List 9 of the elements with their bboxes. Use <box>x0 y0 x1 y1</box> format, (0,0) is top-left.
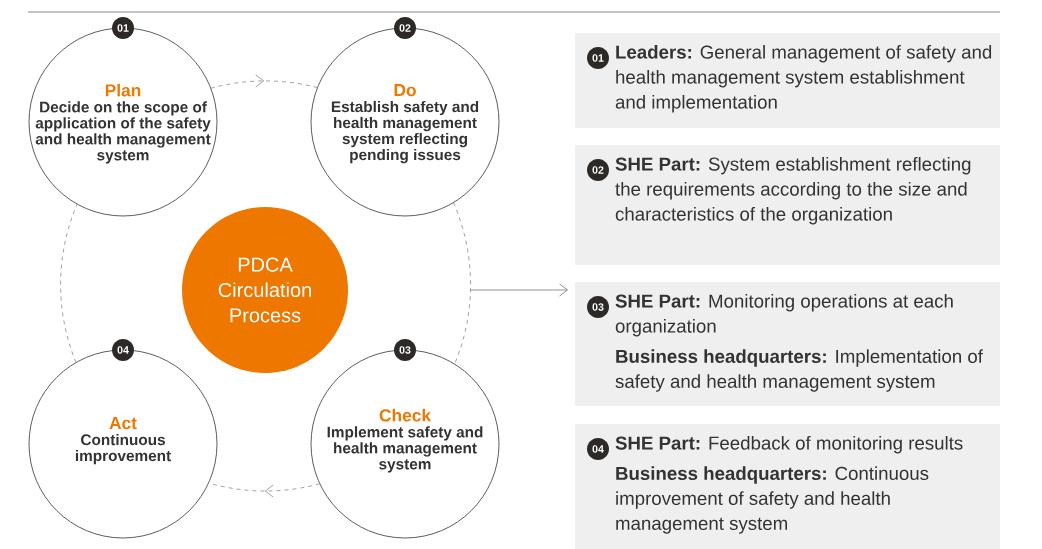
number-badge: 04 <box>587 438 609 460</box>
number-badge: 03 <box>587 296 609 318</box>
number-badge: 02 <box>394 17 416 39</box>
number-badge: 01 <box>587 47 609 69</box>
number-badge: 04 <box>112 339 134 361</box>
number-badge: 01 <box>112 17 134 39</box>
number-badge: 03 <box>394 339 416 361</box>
arrow <box>469 283 569 297</box>
number-badge: 02 <box>587 159 609 181</box>
